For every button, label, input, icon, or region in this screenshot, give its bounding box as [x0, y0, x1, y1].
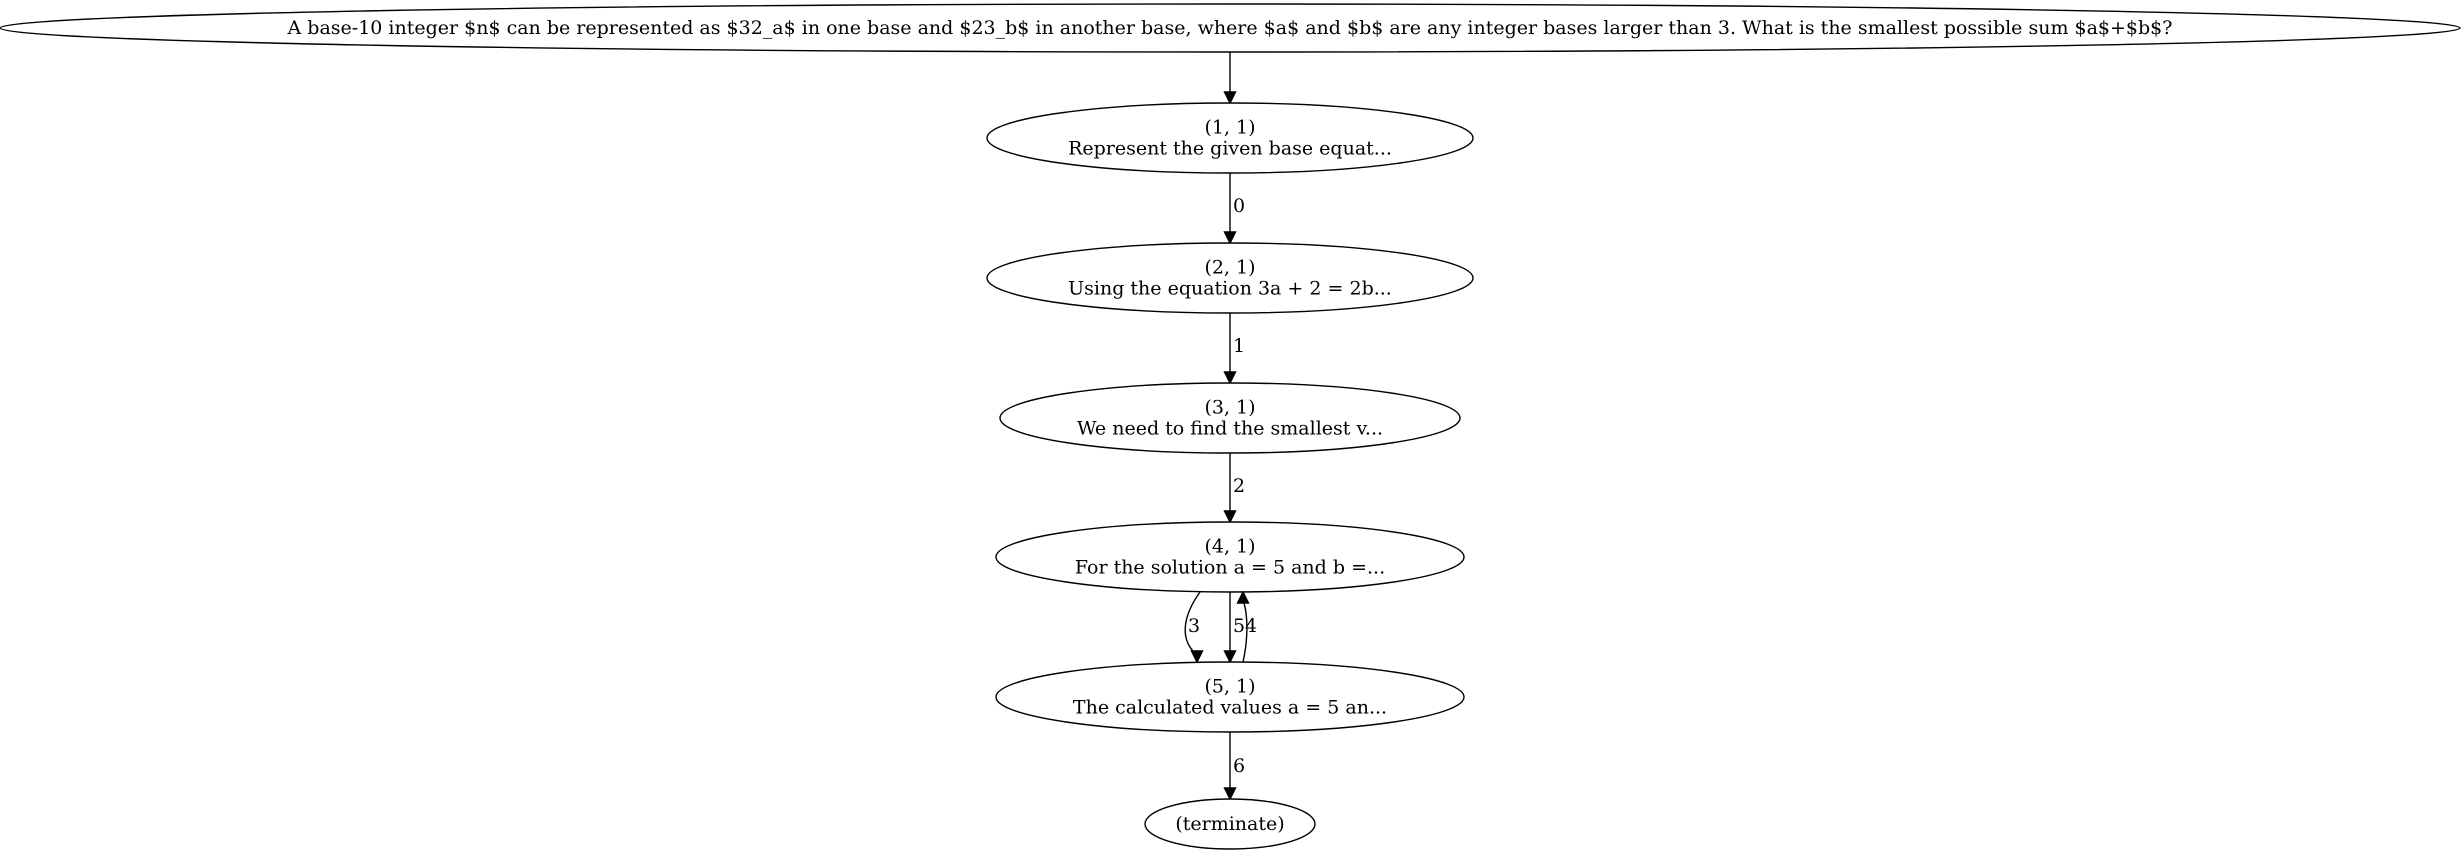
arrowhead: [1223, 231, 1237, 245]
arrowhead: [1223, 787, 1237, 801]
node-text-line: (terminate): [1175, 813, 1284, 835]
edge-n5-1-to-n4-1: 4: [1236, 590, 1257, 663]
edge-line: [1184, 591, 1201, 652]
node-ellipse: [995, 661, 1465, 733]
edge-line: [1242, 602, 1248, 663]
edge-n4-1-to-n5-1: 3: [1184, 591, 1204, 664]
edge-n3-1-to-n4-1: 2: [1223, 453, 1245, 524]
edge-label: 4: [1245, 615, 1257, 637]
edge-n4-1-to-n5-1: 5: [1223, 592, 1245, 664]
node-text-line: (4, 1): [1204, 536, 1255, 558]
node-ellipse: [995, 521, 1465, 593]
edge-label: 2: [1233, 475, 1245, 497]
edge-label: 0: [1233, 195, 1245, 217]
arrowhead: [1190, 650, 1204, 664]
node-n2-1: (2, 1)Using the equation 3a + 2 = 2b...: [986, 242, 1474, 314]
edges-layer: 0 1 2 3 45 6: [1184, 52, 1257, 801]
arrowhead: [1223, 510, 1237, 524]
arrowhead: [1223, 650, 1237, 664]
node-text-line: Using the equation 3a + 2 = 2b...: [1068, 278, 1392, 300]
node-ellipse: [999, 382, 1461, 454]
node-text-line: (5, 1): [1204, 676, 1255, 698]
arrowhead: [1236, 590, 1250, 604]
edge-question-to-n1-1: [1223, 52, 1237, 105]
node-text-line: A base-10 integer $n$ can be represented…: [287, 17, 2173, 39]
node-text-line: We need to find the smallest v...: [1077, 418, 1383, 440]
node-text-line: (3, 1): [1204, 397, 1255, 419]
node-ellipse: [986, 102, 1474, 174]
arrowhead: [1223, 91, 1237, 105]
arrowhead: [1223, 371, 1237, 385]
node-n5-1: (5, 1)The calculated values a = 5 an...: [995, 661, 1465, 733]
edge-label: 3: [1188, 615, 1200, 637]
node-terminate: (terminate): [1144, 798, 1316, 850]
node-n4-1: (4, 1)For the solution a = 5 and b =...: [995, 521, 1465, 593]
node-text-line: (1, 1): [1204, 117, 1255, 139]
node-n3-1: (3, 1)We need to find the smallest v...: [999, 382, 1461, 454]
node-ellipse: [986, 242, 1474, 314]
node-text-line: Represent the given base equat...: [1068, 138, 1392, 160]
node-text-line: The calculated values a = 5 an...: [1073, 697, 1387, 719]
edge-label: 5: [1233, 615, 1245, 637]
node-text-line: For the solution a = 5 and b =...: [1075, 557, 1385, 579]
edge-n1-1-to-n2-1: 0: [1223, 173, 1245, 245]
node-n1-1: (1, 1)Represent the given base equat...: [986, 102, 1474, 174]
edge-n5-1-to-terminate: 6: [1223, 732, 1245, 801]
node-ellipse: [0, 3, 2461, 53]
node-text-line: (2, 1): [1204, 257, 1255, 279]
node-question: A base-10 integer $n$ can be represented…: [0, 3, 2461, 53]
nodes-layer: A base-10 integer $n$ can be represented…: [0, 3, 2461, 850]
edge-label: 1: [1233, 335, 1245, 357]
node-ellipse: [1144, 798, 1316, 850]
edge-n2-1-to-n3-1: 1: [1223, 313, 1245, 385]
edge-label: 6: [1233, 755, 1245, 777]
